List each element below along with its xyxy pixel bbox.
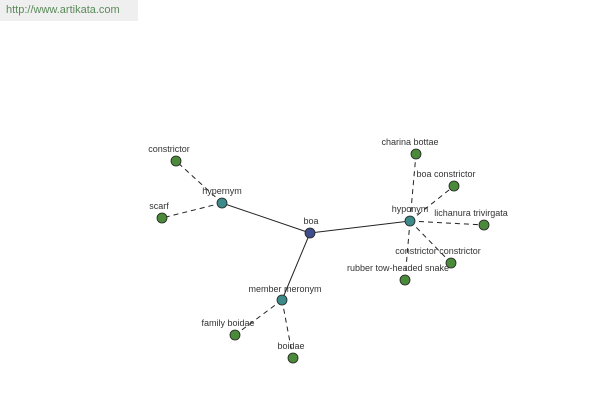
edge-hyponym-constrictor-constrictor [409,220,452,264]
label-boa-constrictor[interactable]: boa constrictor [416,169,475,179]
label-constrictor[interactable]: constrictor [148,144,190,154]
node-charina-bottae[interactable] [410,148,422,160]
label-boidae[interactable]: boidae [277,341,304,351]
edge-hyponym-charina-bottae [409,153,417,222]
label-rubber-tow-headed-snake[interactable]: rubber tow-headed snake [347,263,449,273]
node-scarf[interactable] [156,212,168,224]
node-constrictor-constrictor[interactable] [445,257,457,269]
graph-labels: boa hypernym constrictor scarf hyponym charin… [148,137,508,351]
node-member-meronym[interactable] [276,294,288,306]
node-hyponym[interactable] [404,215,416,227]
label-charina-bottae[interactable]: charina bottae [381,137,438,147]
graph-nodes [156,148,490,364]
edge-hyponym-boa-constrictor [409,185,455,222]
node-boidae[interactable] [287,352,299,364]
edge-boa-hypernym [221,202,311,234]
edge-hyponym-lichanura-trivirgata [409,220,485,226]
edge-hyponym-rubber-tow-headed-snake [404,220,411,281]
label-hypernym[interactable]: hypernym [202,186,242,196]
edge-hypernym-constrictor [175,160,223,204]
graph-edges [161,153,485,359]
edge-member-meronym-boidae [281,299,294,359]
edge-hypernym-scarf [161,202,223,219]
node-hypernym[interactable] [216,197,228,209]
label-hyponym[interactable]: hyponym [392,204,429,214]
node-lichanura-trivirgata[interactable] [478,219,490,231]
source-url[interactable]: http://www.artikata.com [0,0,138,21]
edge-member-meronym-family-boidae [234,299,283,336]
label-constrictor-constrictor[interactable]: constrictor constrictor [395,246,481,256]
node-family-boidae[interactable] [229,329,241,341]
node-rubber-tow-headed-snake[interactable] [399,274,411,286]
node-constrictor[interactable] [170,155,182,167]
label-family-boidae[interactable]: family boidae [201,318,254,328]
node-boa[interactable] [304,227,316,239]
label-member-meronym[interactable]: member meronym [248,284,321,294]
label-boa[interactable]: boa [303,216,318,226]
edge-boa-hyponym [309,220,411,234]
node-boa-constrictor[interactable] [448,180,460,192]
label-scarf[interactable]: scarf [149,201,169,211]
label-lichanura-trivirgata[interactable]: lichanura trivirgata [434,208,508,218]
edge-boa-member-meronym [281,232,311,301]
